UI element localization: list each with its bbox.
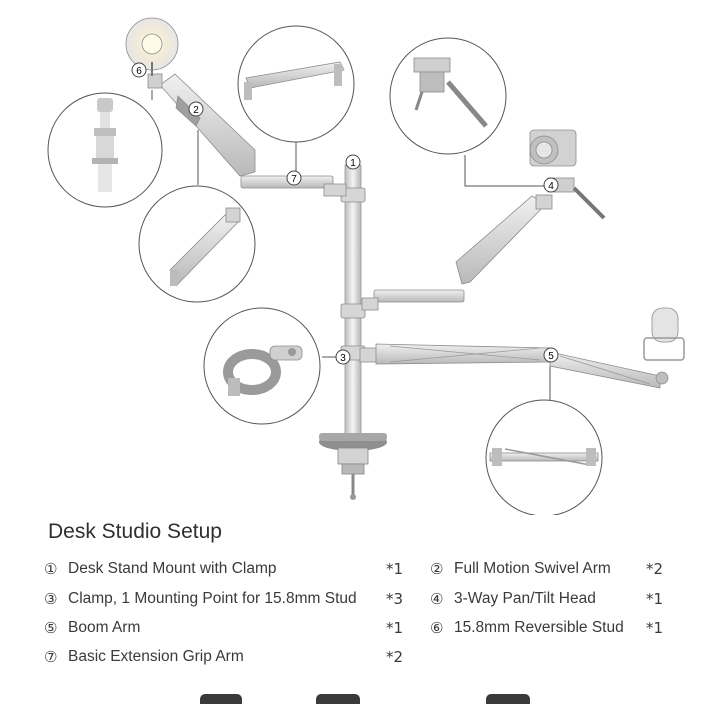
part-quantity: *2	[646, 560, 664, 578]
detail-pan-tilt-head	[389, 37, 507, 155]
svg-text:3: 3	[340, 353, 346, 364]
svg-text:5: 5	[548, 351, 554, 362]
part-quantity: *1	[646, 590, 664, 608]
part-number: ⑥	[430, 619, 444, 637]
part-number: ②	[430, 560, 444, 578]
part-quantity: *2	[386, 648, 404, 666]
detail-extension-grip-arm	[237, 25, 355, 143]
callout-6: 6	[131, 62, 147, 78]
part-name: Clamp, 1 Mounting Point for 15.8mm Stud	[68, 590, 357, 607]
part-name: Basic Extension Grip Arm	[68, 648, 244, 665]
detail-boom-arm	[485, 399, 603, 515]
cropped-element-right	[486, 694, 530, 704]
cropped-element-left	[200, 694, 242, 704]
svg-text:1: 1	[350, 158, 356, 169]
part-name: Boom Arm	[68, 619, 141, 636]
leader-lines	[151, 90, 551, 400]
svg-text:2: 2	[193, 105, 199, 116]
boom-arm	[359, 307, 685, 389]
detail-swivel-bracket	[138, 185, 256, 303]
callout-7: 7	[286, 170, 302, 186]
studio-setup-diagram: 6 2 7 1 4 3 5	[47, 17, 685, 515]
detail-reversible-stud	[47, 92, 163, 208]
part-number: ①	[44, 560, 58, 578]
part-quantity: *1	[646, 619, 664, 637]
callout-4: 4	[543, 177, 559, 193]
part-name: 15.8mm Reversible Stud	[454, 619, 624, 636]
part-quantity: *3	[386, 590, 404, 608]
svg-text:7: 7	[291, 174, 297, 185]
part-number: ③	[44, 590, 58, 608]
desk-stand-pole	[319, 164, 387, 500]
part-number: ④	[430, 590, 444, 608]
svg-text:6: 6	[136, 66, 142, 77]
detail-clamp	[203, 307, 321, 425]
cropped-element-center	[316, 694, 360, 704]
part-name: Desk Stand Mount with Clamp	[68, 560, 277, 577]
page-title: Desk Studio Setup	[48, 520, 222, 543]
part-number: ⑤	[44, 619, 58, 637]
part-name: 3-Way Pan/Tilt Head	[454, 590, 596, 607]
callout-1: 1	[345, 154, 361, 170]
part-number: ⑦	[44, 648, 58, 666]
callout-markers: 6 2 7 1 4 3 5	[131, 62, 559, 365]
svg-text:4: 4	[548, 181, 554, 192]
callout-3: 3	[335, 349, 351, 365]
part-quantity: *1	[386, 619, 404, 637]
part-quantity: *1	[386, 560, 404, 578]
part-name: Full Motion Swivel Arm	[454, 560, 611, 577]
callout-5: 5	[543, 347, 559, 363]
callout-2: 2	[188, 101, 204, 117]
